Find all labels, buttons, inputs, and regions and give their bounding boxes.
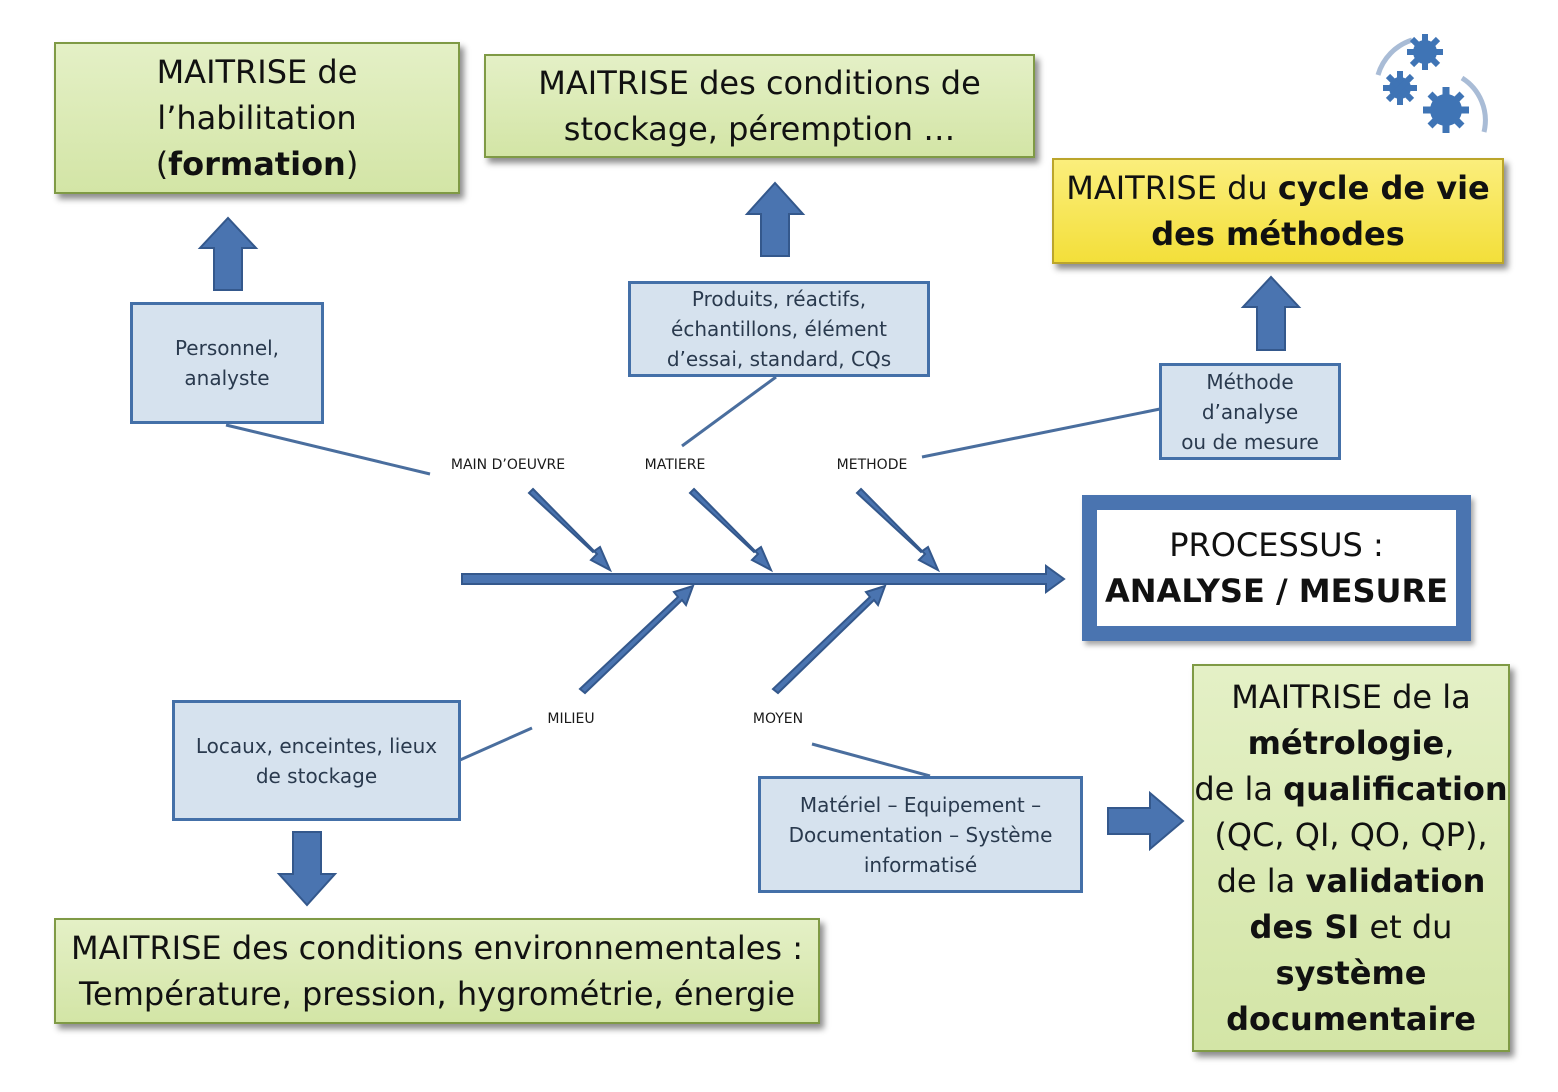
gears-icon <box>1375 34 1488 133</box>
cause-materiel: Matériel – Equipement – Documentation – … <box>758 776 1083 893</box>
arrow-up-stockage <box>744 181 806 257</box>
cause-materiel-l2: Documentation – Système <box>788 822 1053 847</box>
connector-materiel <box>811 742 931 778</box>
cause-produits-l1: Produits, réactifs, <box>691 287 867 311</box>
cause-produits-l3: d’essai, standard, CQs <box>666 347 892 371</box>
arrow-down-environnement <box>276 831 338 907</box>
rib-matiere <box>688 487 774 573</box>
cause-produits: Produits, réactifs, échantillons, élémen… <box>628 281 930 377</box>
connector-locaux <box>459 726 533 762</box>
outcome-metrologie: MAITRISE de la métrologie, de la qualifi… <box>1192 664 1510 1052</box>
connector-methode <box>921 407 1161 459</box>
outcome-metrologie-l3-pre: de la <box>1194 770 1284 808</box>
arrow-right-metrologie <box>1107 790 1185 852</box>
process-line1: PROCESSUS : <box>1169 526 1384 564</box>
cause-produits-l2: échantillons, élément <box>671 317 887 341</box>
outcome-stockage-line1: MAITRISE des conditions de <box>538 64 981 102</box>
outcome-methodes-pre: MAITRISE du <box>1066 169 1278 207</box>
outcome-stockage: MAITRISE des conditions de stockage, pér… <box>484 54 1035 158</box>
cause-locaux-l1: Locaux, enceintes, lieux <box>195 733 438 758</box>
outcome-stockage-line2: stockage, péremption … <box>563 110 956 148</box>
process-line2: ANALYSE / MESURE <box>1105 572 1448 610</box>
category-milieu: MILIEU <box>547 711 595 727</box>
cause-methode: Méthode d’analyse ou de mesure <box>1159 363 1341 460</box>
category-moyen: MOYEN <box>752 711 804 727</box>
outcome-methodes-bold2: des méthodes <box>1151 215 1405 253</box>
cause-locaux: Locaux, enceintes, lieux de stockage <box>172 700 461 821</box>
cause-personnel-l2: analyste <box>184 366 270 390</box>
outcome-metrologie-l5-pre: de la <box>1216 862 1306 900</box>
outcome-habilitation-close: ) <box>345 145 359 183</box>
outcome-habilitation-line1: MAITRISE de <box>156 53 358 91</box>
outcome-metrologie-l2-bold: métrologie <box>1247 724 1445 762</box>
spine-arrow <box>461 564 1066 594</box>
outcome-metrologie-l2-rest: , <box>1444 724 1455 762</box>
category-methode: METHODE <box>836 457 908 473</box>
rib-main-oeuvre <box>527 487 613 573</box>
outcome-metrologie-l5-bold: validation <box>1305 862 1486 900</box>
connector-produits <box>681 375 777 448</box>
outcome-habilitation-line2: l’habilitation <box>157 99 357 137</box>
cause-locaux-l2: de stockage <box>255 763 378 788</box>
outcome-metrologie-l4: (QC, QI, QO, QP), <box>1214 816 1488 854</box>
outcome-metrologie-l3-bold: qualification <box>1283 770 1508 808</box>
cause-methode-l3: ou de mesure <box>1181 429 1319 454</box>
arrow-up-habilitation <box>197 216 259 291</box>
outcome-metrologie-l6-rest: et du <box>1359 908 1453 946</box>
cause-materiel-l3: informatisé <box>863 852 978 877</box>
cause-materiel-l1: Matériel – Equipement – <box>799 792 1042 817</box>
category-main-oeuvre: MAIN D’OEUVRE <box>450 457 566 473</box>
category-matiere: MATIERE <box>644 457 706 473</box>
rib-milieu <box>578 584 695 695</box>
cause-personnel-l1: Personnel, <box>174 336 280 360</box>
process-box: PROCESSUS : ANALYSE / MESURE <box>1082 495 1471 641</box>
outcome-metrologie-l7-bold: système <box>1275 954 1427 992</box>
outcome-metrologie-l6-bold: des SI <box>1249 908 1360 946</box>
connector-personnel <box>225 423 431 476</box>
cause-methode-l1: Méthode <box>1206 369 1294 394</box>
outcome-environnement: MAITRISE des conditions environnementale… <box>54 918 820 1024</box>
outcome-habilitation-bold: formation <box>168 145 346 183</box>
rib-methode <box>855 487 941 573</box>
outcome-methodes: MAITRISE du cycle de vie des méthodes <box>1052 158 1504 264</box>
outcome-environnement-line1: MAITRISE des conditions environnementale… <box>70 929 804 967</box>
outcome-habilitation-open: ( <box>155 145 169 183</box>
outcome-habilitation: MAITRISE de l’habilitation (formation) <box>54 42 460 194</box>
arrow-up-methodes <box>1240 275 1302 351</box>
cause-methode-l2: d’analyse <box>1201 399 1299 424</box>
outcome-methodes-bold1: cycle de vie <box>1277 169 1490 207</box>
rib-moyen <box>771 584 887 695</box>
outcome-metrologie-l1: MAITRISE de la <box>1231 678 1471 716</box>
cause-personnel: Personnel, analyste <box>130 302 324 424</box>
outcome-metrologie-l8-bold: documentaire <box>1226 1000 1476 1038</box>
outcome-environnement-line2: Température, pression, hygrométrie, éner… <box>78 975 796 1013</box>
